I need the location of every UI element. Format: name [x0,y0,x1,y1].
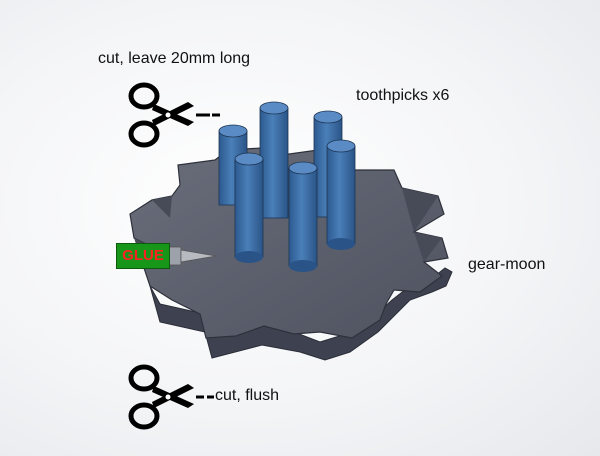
glue-label: GLUE [116,243,170,269]
gear-moon-label: gear-moon [468,256,546,273]
toothpicks-label: toothpicks x6 [356,87,450,104]
toothpick [234,152,264,263]
toothpicks-group [218,101,356,272]
scissors-icon [128,82,220,148]
gear-notch [414,232,442,262]
toothpick [326,139,356,250]
toothpick [259,101,289,219]
gear-notch [402,188,438,232]
gear-notch [152,196,172,218]
scissors-icon [128,364,214,430]
toothpick [288,161,318,272]
cut-flush-label: cut, flush [215,387,280,404]
glue-tube-icon [168,246,217,266]
cut-leave-long-label: cut, leave 20mm long [98,50,251,67]
